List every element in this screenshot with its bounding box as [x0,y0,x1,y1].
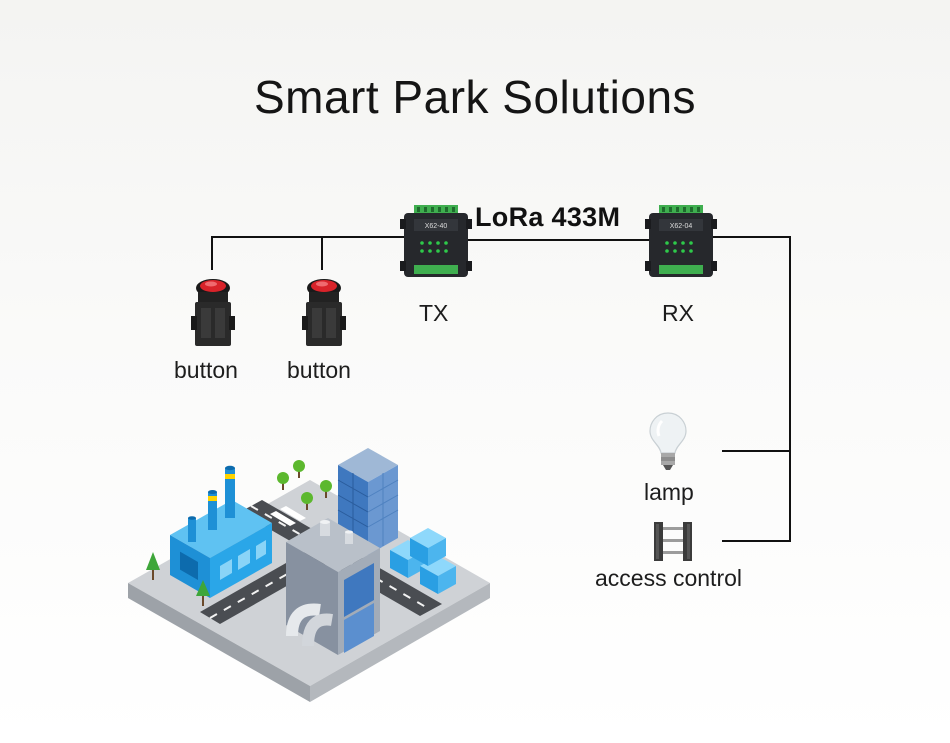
access-gate-icon [654,522,692,561]
button-label-1: button [174,357,238,383]
rx-device-icon: X62-04 [645,205,717,277]
rx-label: RX [662,300,694,326]
tx-device-icon: X62-40 [400,205,472,277]
button-label-2: button [287,357,351,383]
rx-model-text: X62-04 [670,223,693,230]
lora-link-label: LoRa 433M [475,202,621,232]
page-title: Smart Park Solutions [253,71,697,123]
isometric-smart-park-illustration [128,448,490,702]
access-control-label: access control [595,565,743,591]
rx-output-wire [707,236,791,542]
tx-model-text: X62-40 [425,223,448,230]
emergency-push-button-icon [191,279,235,346]
tx-label: TX [419,300,449,326]
emergency-push-button-icon [302,279,346,346]
lamp-label: lamp [644,479,694,505]
tx-input-wire [211,236,404,270]
light-bulb-icon [649,412,687,470]
